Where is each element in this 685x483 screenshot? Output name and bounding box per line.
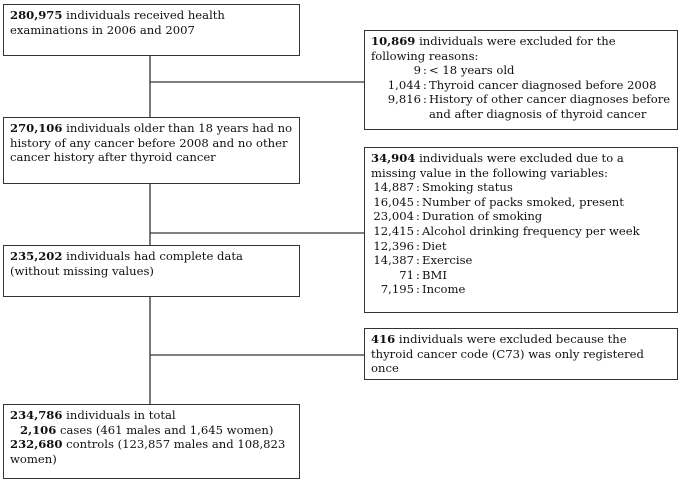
box-exclusion-3: 416 individuals were excluded because th… xyxy=(364,328,678,380)
cases-text: cases (461 males and 1,645 women) xyxy=(60,422,274,437)
final-count: 234,786 xyxy=(10,408,63,422)
eligible-count: 270,106 xyxy=(10,121,63,135)
exclusion-1-item: 9:< 18 years old xyxy=(413,63,515,78)
box-exclusion-2: 34,904 individuals were excluded due to … xyxy=(364,147,678,313)
exclusion-2-item: 16,045:Number of packs smoked, present xyxy=(373,194,624,209)
exclusion-2-item: 23,004:Duration of smoking xyxy=(373,209,543,224)
box-final-population: 234,786 individuals in total 2,106 cases… xyxy=(3,404,300,479)
eligible-text: individuals older than 18 years had no h… xyxy=(10,121,293,165)
exclusion-1-item: 1,044:Thyroid cancer diagnosed before 20… xyxy=(387,77,657,92)
exclusion-3-count: 416 xyxy=(371,332,396,346)
complete-count: 235,202 xyxy=(10,249,63,263)
exclusion-2-item: 7,195:Income xyxy=(380,282,466,297)
exclusion-2-item: 12,415:Alcohol drinking frequency per we… xyxy=(373,223,640,238)
exclusion-2-item: 14,387:Exercise xyxy=(373,253,473,268)
exclusion-3-text: individuals were excluded because the th… xyxy=(371,332,644,376)
complete-text: individuals had complete data (without m… xyxy=(10,249,243,278)
final-text: individuals in total xyxy=(66,408,176,422)
box-exclusion-1: 10,869 individuals were excluded for the… xyxy=(364,30,678,130)
final-cases: 2,106 cases (461 males and 1,645 women) xyxy=(10,423,293,438)
initial-text: individuals received health examinations… xyxy=(10,8,225,37)
cases-count: 2,106 xyxy=(20,422,57,437)
exclusion-1-item: 9,816:History of other cancer diagnoses … xyxy=(387,92,671,121)
exclusion-2-item: 14,887:Smoking status xyxy=(373,180,513,195)
box-complete-data: 235,202 individuals had complete data (w… xyxy=(3,245,300,297)
exclusion-2-item: 12,396:Diet xyxy=(373,238,447,253)
box-eligible-population: 270,106 individuals older than 18 years … xyxy=(3,117,300,184)
exclusion-1-text: individuals were excluded for the follow… xyxy=(371,34,616,63)
controls-count: 232,680 xyxy=(10,437,63,452)
controls-text: controls (123,857 males and 108,823 wome… xyxy=(10,437,286,466)
exclusion-1-count: 10,869 xyxy=(371,34,416,48)
initial-count: 280,975 xyxy=(10,8,63,22)
box-initial-population: 280,975 individuals received health exam… xyxy=(3,4,300,56)
exclusion-2-text: individuals were excluded due to a missi… xyxy=(371,151,624,180)
final-controls: 232,680 controls (123,857 males and 108,… xyxy=(10,437,293,466)
exclusion-2-count: 34,904 xyxy=(371,151,416,165)
exclusion-2-item: 71:BMI xyxy=(399,267,447,282)
